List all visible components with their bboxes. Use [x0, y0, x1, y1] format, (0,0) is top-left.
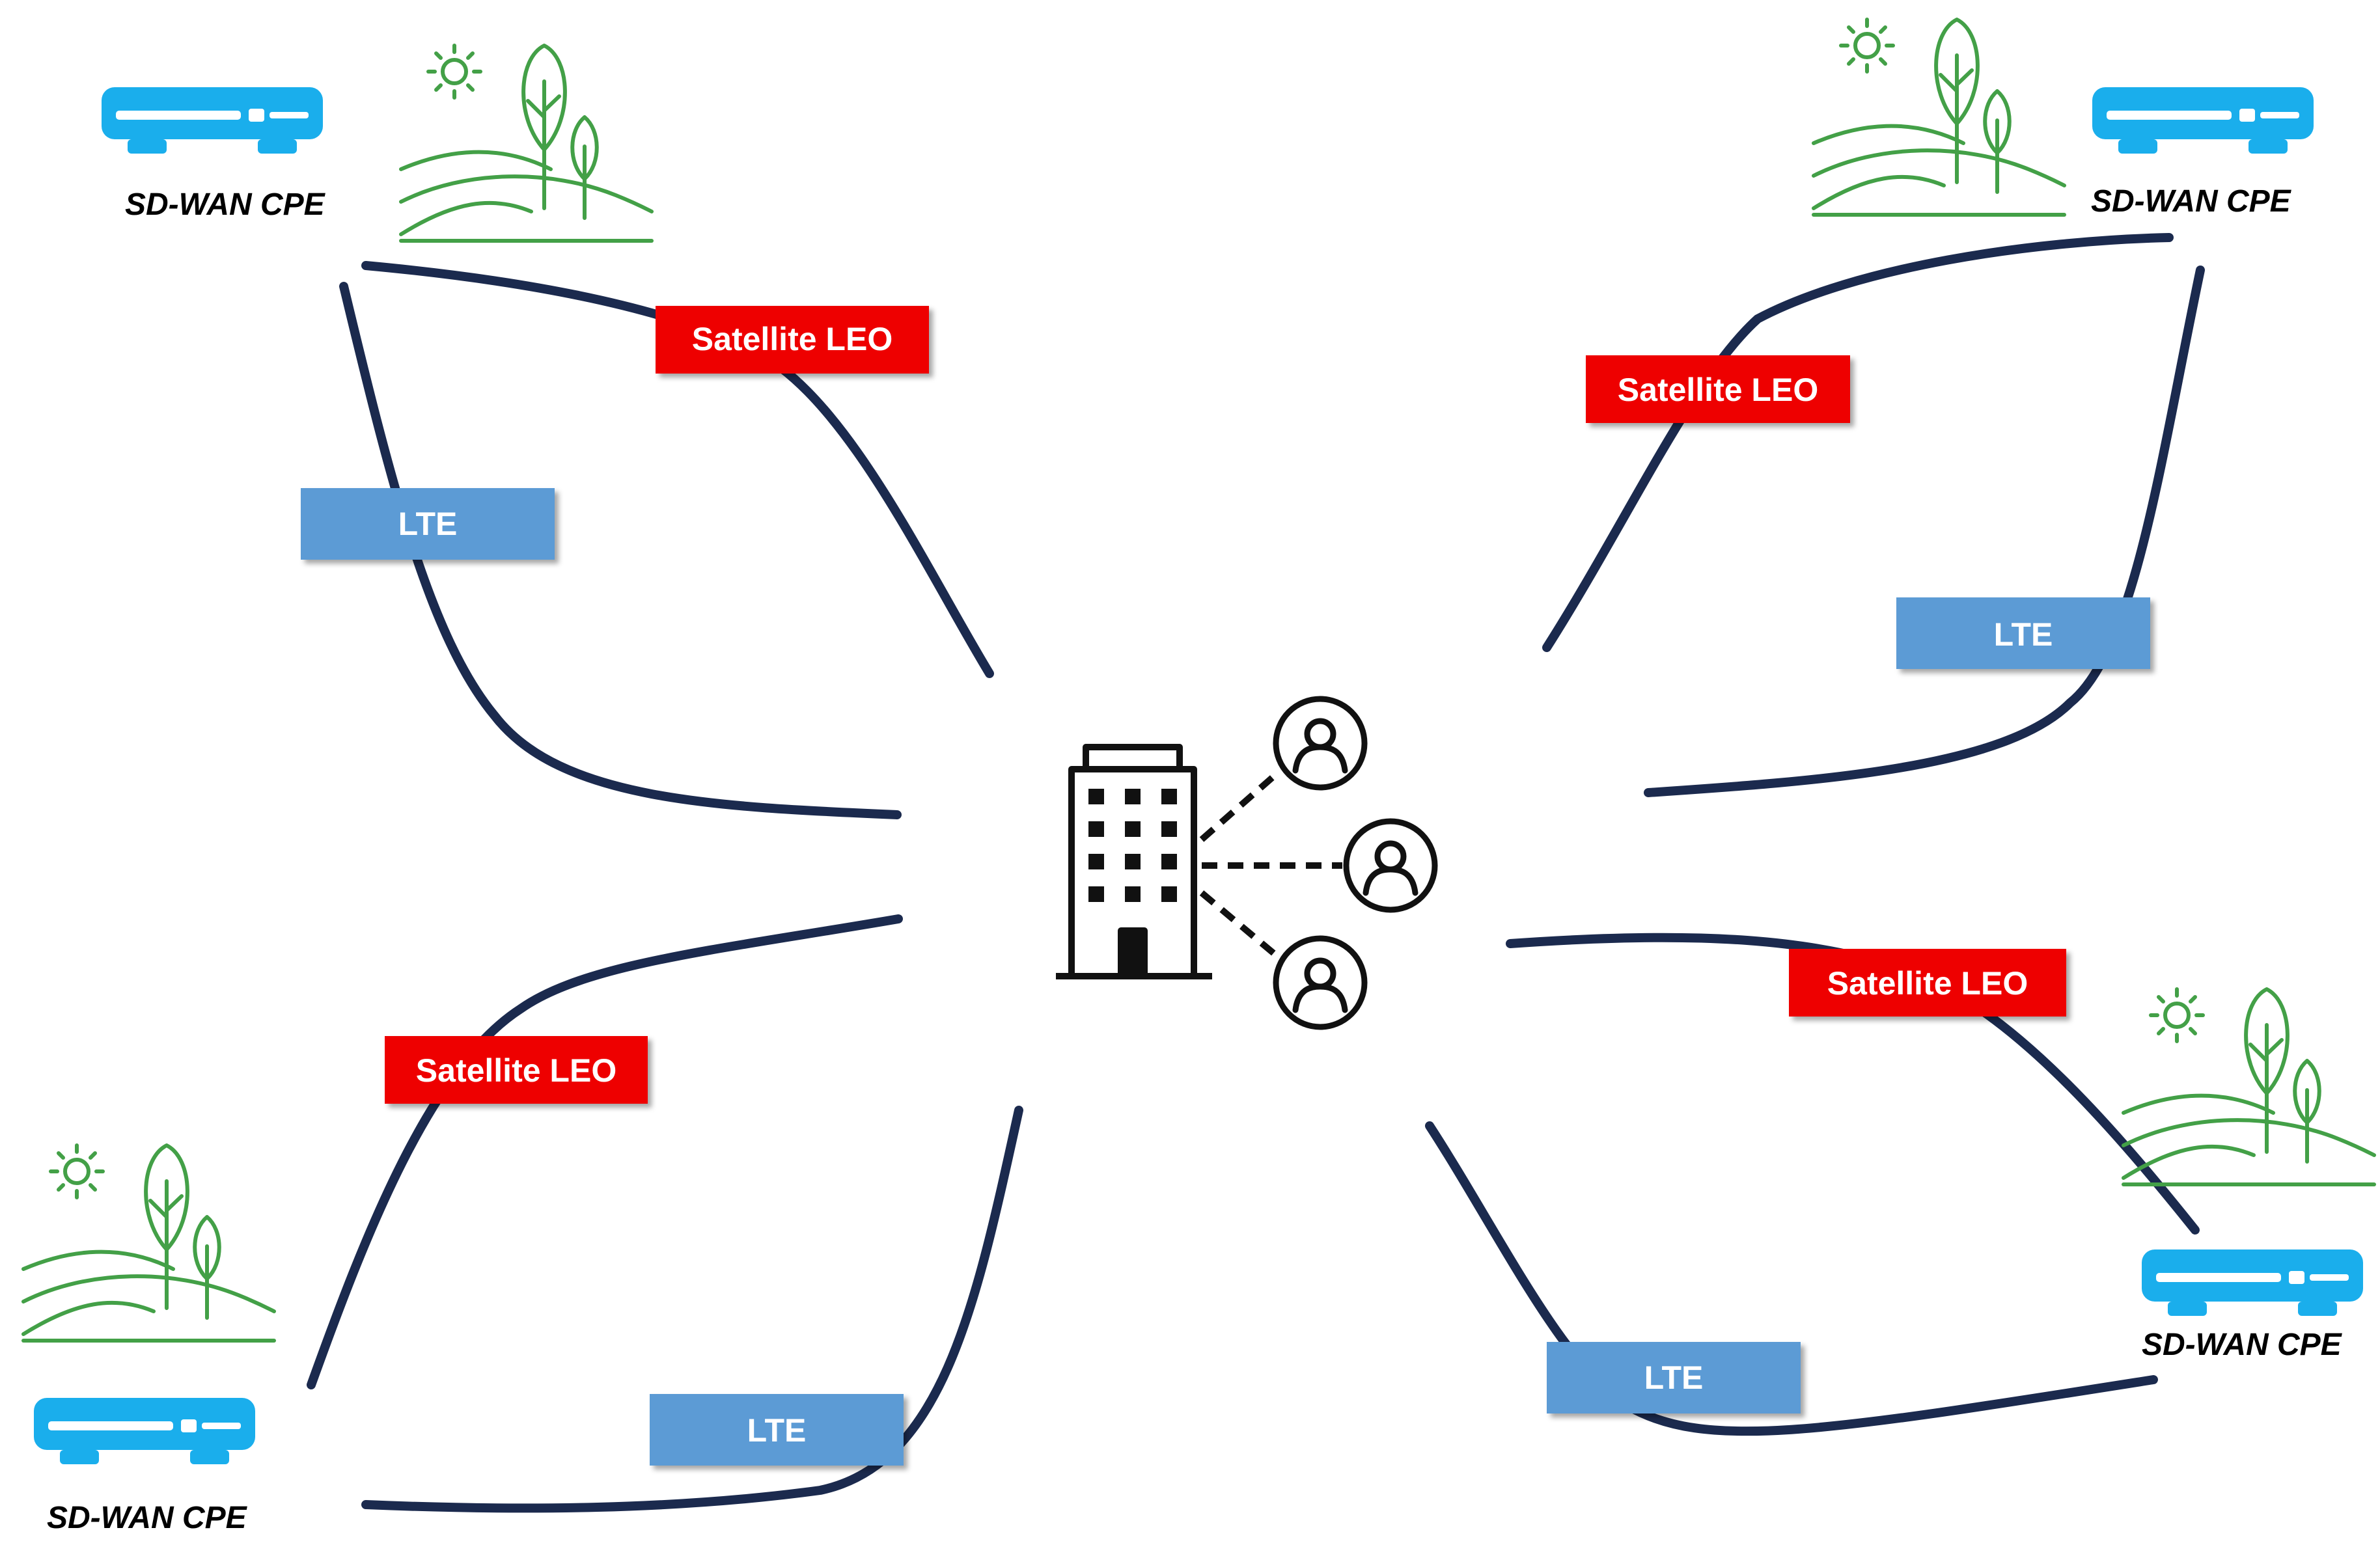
user-circle-icon-3 [1276, 938, 1364, 1027]
br-satellite-label [1789, 949, 2066, 1017]
tr-satellite-label [1586, 355, 1850, 423]
tr-lte-link [1644, 266, 2205, 797]
user-circle-icon-2 [1346, 821, 1435, 910]
tl-cpe-label: SD-WAN CPE [125, 187, 326, 222]
tr-lte-label [1896, 597, 2150, 669]
br-lte-label [1547, 1342, 1801, 1413]
bl-router-box-icon [34, 1398, 255, 1464]
bl-lte-label [650, 1394, 904, 1466]
br-lte-label-text: LTE [1644, 1359, 1704, 1396]
bl-lte-link [361, 1106, 1023, 1513]
bl-satellite-label [385, 1036, 648, 1104]
tl-rural-landscape-icon [401, 46, 652, 241]
tr-satellite-label-text: Satellite LEO [1618, 372, 1818, 408]
br-rural-landscape-icon [2124, 989, 2374, 1184]
bl-lte-label-text: LTE [747, 1412, 807, 1449]
office-building-icon [1056, 744, 1212, 979]
tl-router-box-icon [102, 87, 323, 154]
user-connections [1199, 772, 1342, 957]
bl-cpe-label: SD-WAN CPE [47, 1501, 248, 1535]
tl-lte-link [339, 282, 902, 819]
tl-satellite-label [656, 306, 929, 374]
bl-satellite-label-text: Satellite LEO [416, 1052, 616, 1089]
br-cpe-label: SD-WAN CPE [2142, 1328, 2343, 1362]
tr-router-box-icon [2092, 87, 2314, 154]
tr-lte-label-text: LTE [1994, 616, 2053, 653]
br-satellite-label-text: Satellite LEO [1827, 965, 2028, 1002]
tr-rural-landscape-icon [1814, 20, 2064, 215]
tl-lte-label [301, 488, 555, 560]
tl-lte-label-text: LTE [398, 506, 458, 542]
link-lines [307, 233, 2205, 1513]
bl-rural-landscape-icon [23, 1145, 274, 1341]
tl-satellite-label-text: Satellite LEO [692, 321, 893, 357]
tr-satellite-link [1542, 233, 2174, 652]
user-circle-icon-1 [1276, 699, 1364, 787]
br-router-box-icon [2142, 1249, 2363, 1316]
bl-satellite-link [307, 914, 903, 1389]
tr-cpe-label: SD-WAN CPE [2091, 184, 2292, 219]
